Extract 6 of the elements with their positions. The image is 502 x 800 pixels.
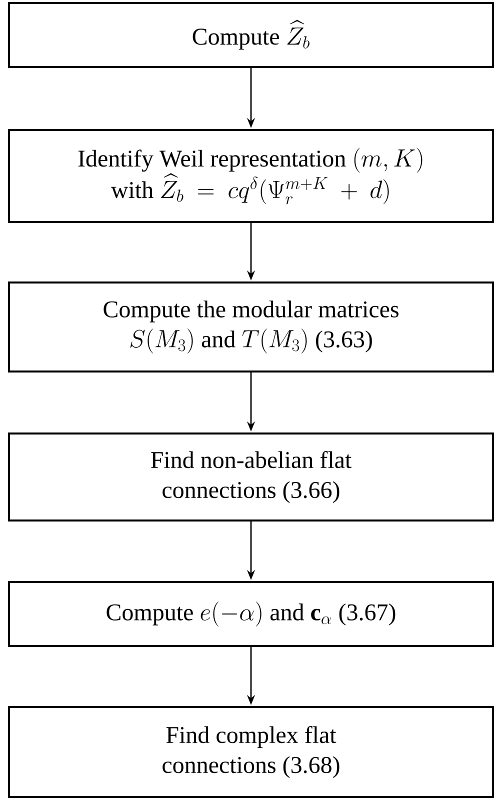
process-box: Find complex flat connections (3.68) [8, 706, 494, 798]
process-box: Find non-abelian flat connections (3.66) [8, 432, 494, 522]
process-box: $\text{Identify Weil representation }(m,K)\allowbreak\ \text{with }\widehat{Z}_b\ =\ cq^{\delta}(\Psi_r^{m+K}\ +\ d)$ [8, 129, 494, 223]
process-box: $\text{Compute the modular matrices}\allowbreak\ S(M_3)\text{ and }T(M_3)\text{ (3.63)}$ [8, 282, 494, 372]
process-box: $\text{Compute }\widehat{Z}_b$ [8, 2, 494, 68]
process-box: $\text{Compute }e(-\alpha)\text{ and }\mathbf{c}_{\alpha}\text{ (3.67)}$ [8, 581, 494, 647]
